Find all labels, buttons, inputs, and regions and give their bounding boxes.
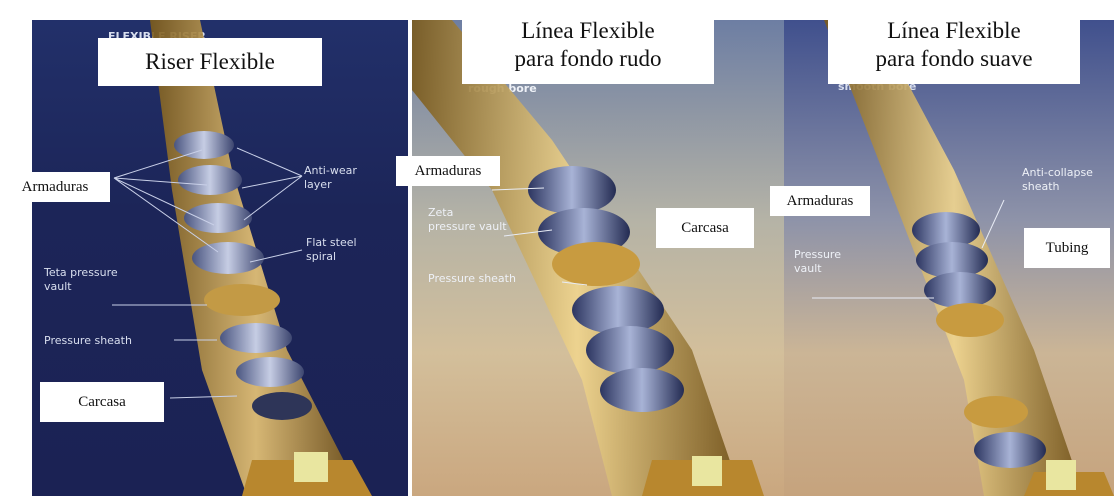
label-armaduras-rough: Armaduras — [396, 156, 500, 186]
anti-collapse-text: Anti-collapse — [1022, 166, 1093, 179]
anti-wear-text: Anti-wear — [304, 164, 357, 177]
title-riser-flexible: Riser Flexible — [98, 38, 322, 86]
label-carcasa-riser: Carcasa — [40, 382, 164, 422]
pressure-sheath-text: Pressure sheath — [428, 272, 516, 285]
teta-vault-text: vault — [44, 280, 72, 293]
end-marker — [692, 456, 722, 486]
flat-steel-text: Flat steel — [306, 236, 357, 249]
layer-text: layer — [304, 178, 332, 191]
rough-bore-panel: rough bore Zeta pressure vault Pressure … — [412, 20, 784, 496]
zeta-vault-text: pressure vault — [428, 220, 507, 233]
label-tubing: Tubing — [1024, 228, 1110, 268]
pressure-sheath-text: Pressure sheath — [44, 334, 132, 347]
riser-illustration: FLEXIBLE RISER Anti-wear layer Flat stee — [32, 20, 408, 496]
sheath-text: sheath — [1022, 180, 1060, 193]
zeta-text: Zeta — [428, 206, 453, 219]
end-marker — [1046, 460, 1076, 490]
spiral-text: spiral — [306, 250, 336, 263]
title-smooth-bore: Línea Flexible para fondo suave — [828, 6, 1080, 84]
label-carcasa-rough: Carcasa — [656, 208, 754, 248]
end-marker — [294, 452, 328, 482]
pressure-vault-text: vault — [794, 262, 822, 275]
label-armaduras-smooth: Armaduras — [770, 186, 870, 216]
riser-panel: FLEXIBLE RISER Anti-wear layer Flat stee — [32, 20, 408, 496]
pressure-text: Pressure — [794, 248, 841, 261]
title-rough-bore: Línea Flexible para fondo rudo — [462, 6, 714, 84]
teta-pressure-text: Teta pressure — [43, 266, 118, 279]
label-armaduras-riser: Armaduras — [0, 172, 110, 202]
rough-bore-illustration: rough bore Zeta pressure vault Pressure … — [412, 20, 784, 496]
